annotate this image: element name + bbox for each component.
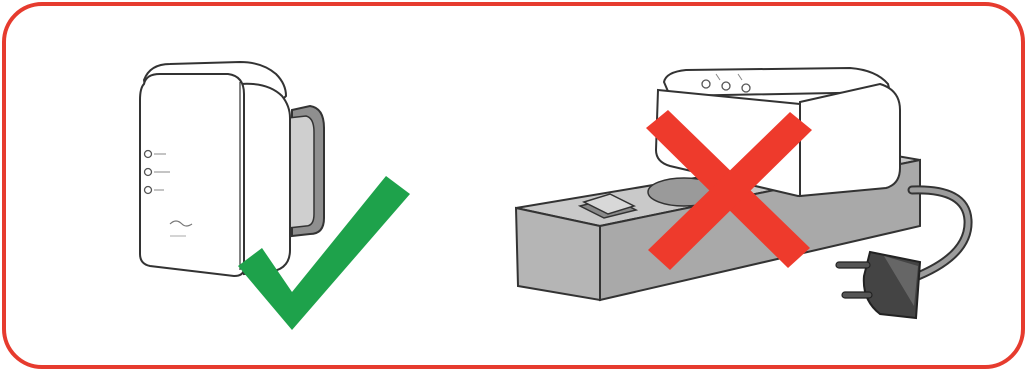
correct-placement-illustration bbox=[139, 60, 410, 330]
check-mark-icon bbox=[238, 176, 410, 330]
euro-plug bbox=[835, 250, 922, 320]
power-cord bbox=[907, 185, 973, 281]
cross-mark-icon bbox=[646, 110, 812, 270]
led-indicators bbox=[143, 149, 170, 195]
incorrect-placement-illustration bbox=[514, 66, 973, 320]
brand-logo bbox=[169, 220, 193, 237]
powerline-adapter bbox=[139, 60, 291, 278]
power-switch bbox=[577, 193, 639, 219]
adapter-wall-mount bbox=[287, 104, 325, 238]
led-indicators bbox=[701, 73, 751, 93]
